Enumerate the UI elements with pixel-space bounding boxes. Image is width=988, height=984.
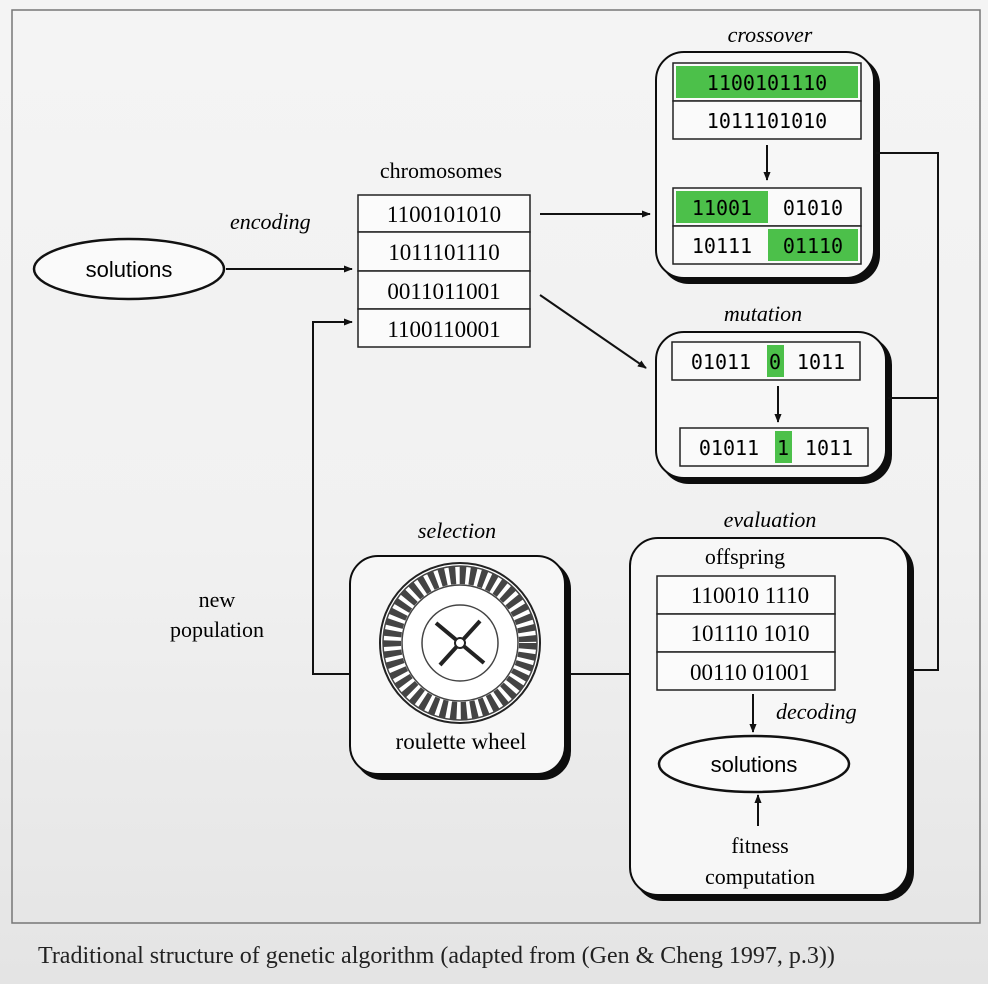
mutation-after-suffix: 1011 xyxy=(805,436,853,460)
evaluation-title: evaluation xyxy=(724,507,817,532)
crossover-child-rest-bits: 01010 xyxy=(783,196,843,220)
mutation-after-row xyxy=(679,427,869,467)
offspring-value: 00110 01001 xyxy=(690,660,810,685)
crossover-child-highlight xyxy=(676,191,768,223)
fitness-label: fitness xyxy=(731,833,788,858)
new-label: new xyxy=(199,587,236,612)
chromosome-value: 1100101010 xyxy=(387,202,501,227)
crossover-parent-value: 1011101010 xyxy=(707,109,827,133)
roulette-wheel-label: roulette wheel xyxy=(396,729,527,754)
offspring-title: offspring xyxy=(705,544,785,569)
mutation-before-suffix: 1011 xyxy=(797,350,845,374)
offspring-value: 101110 1010 xyxy=(690,621,809,646)
roulette-wheel-icon xyxy=(379,562,541,724)
evaluation-solutions-label: solutions xyxy=(711,752,798,777)
mutation-bit-highlight xyxy=(775,431,792,463)
decoding-label: decoding xyxy=(776,699,857,724)
chromosome-row xyxy=(357,308,531,348)
crossover-child-prefix-bits: 10111 xyxy=(692,234,752,258)
offspring-row xyxy=(656,613,836,653)
mutation-bit-highlight xyxy=(767,345,784,377)
selection-title: selection xyxy=(418,518,496,543)
chromosome-row xyxy=(357,194,531,233)
offspring-value: 110010 1110 xyxy=(691,583,809,608)
crossover-child-highlight xyxy=(768,229,858,261)
mutation-before-prefix: 01011 xyxy=(691,350,751,374)
mutation-after-bit: 1 xyxy=(777,436,789,460)
crossover-parent-value: 1100101110 xyxy=(707,71,827,95)
entry-solutions-ellipse xyxy=(32,237,226,301)
new-population-loop-arrow xyxy=(312,318,353,675)
evaluation-solutions-ellipse xyxy=(657,734,851,794)
encoding-label: encoding xyxy=(230,209,311,234)
entry-solutions: solutions xyxy=(32,237,226,301)
crossover-child-highlight-bits: 01110 xyxy=(783,234,843,258)
entry-solutions-label: solutions xyxy=(86,257,173,282)
mutation-title: mutation xyxy=(724,301,802,326)
mutation-before-row xyxy=(671,341,861,381)
chromosome-value: 0011011001 xyxy=(387,279,500,304)
to-mutation-arrow xyxy=(539,294,647,369)
chromosomes-table: chromosomes 1100101010 1011101110 001101… xyxy=(357,158,531,348)
chromosomes-title: chromosomes xyxy=(380,158,502,183)
crossover-title: crossover xyxy=(728,22,813,47)
mutation-before-bit: 0 xyxy=(769,350,781,374)
crossover-to-evaluation-line xyxy=(876,152,939,671)
crossover-parent-highlight xyxy=(676,66,858,98)
evaluation-panel: evaluation offspring 110010 1110 101110 … xyxy=(629,507,909,896)
mutation-after-prefix: 01011 xyxy=(699,436,759,460)
offspring-row xyxy=(656,651,836,691)
crossover-child-highlight-bits: 11001 xyxy=(692,196,752,220)
chromosome-value: 1100110001 xyxy=(387,317,500,342)
population-label: population xyxy=(170,617,264,642)
computation-label: computation xyxy=(705,864,815,889)
crossover-parent-row xyxy=(672,100,862,140)
figure-caption: Traditional structure of genetic algorit… xyxy=(38,943,835,969)
crossover-panel: crossover 1100101110 1011101010 11001 01… xyxy=(655,22,875,279)
chromosome-value: 1011101110 xyxy=(388,240,500,265)
selection-panel: selection roulette wheel xyxy=(349,518,566,775)
diagram-frame xyxy=(11,9,981,924)
mutation-panel: mutation 01011 0 1011 01011 1 1011 xyxy=(655,301,887,479)
